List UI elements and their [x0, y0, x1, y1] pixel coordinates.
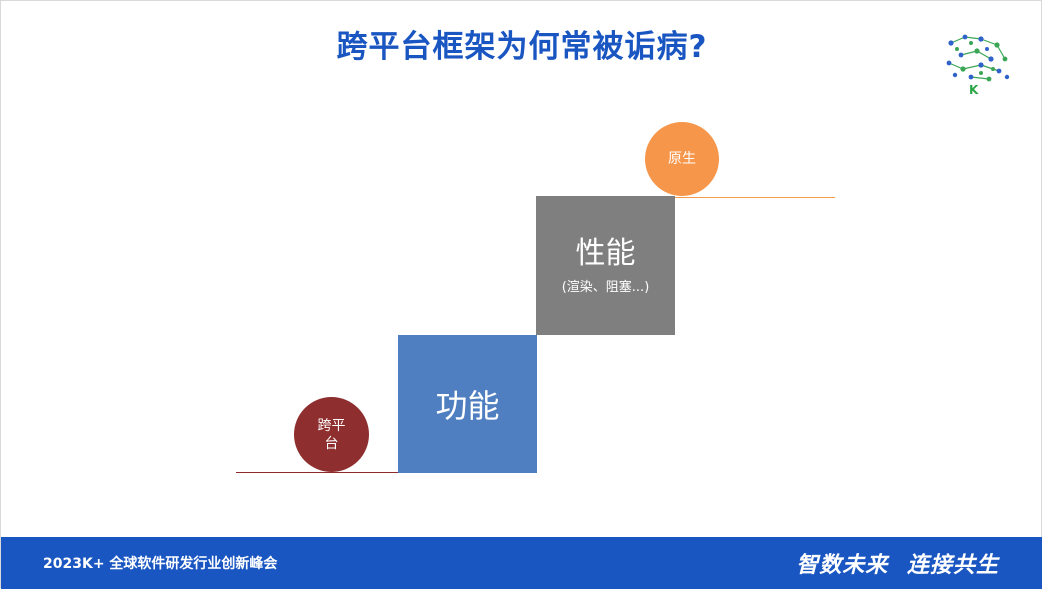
native-label: 原生	[668, 151, 696, 167]
function-step: 功能	[398, 335, 537, 473]
event-name: 2023K+ 全球软件研发行业创新峰会	[43, 556, 278, 572]
baseline-native	[675, 197, 835, 198]
cross-platform-label: 跨平台	[317, 417, 346, 452]
performance-detail: (渲染、阻塞...)	[561, 280, 650, 295]
cross-platform-circle: 跨平台	[294, 397, 369, 472]
baseline-cross-platform	[236, 472, 398, 473]
function-label: 功能	[435, 387, 500, 425]
slide-title: 跨平台框架为何常被诟病?	[336, 29, 708, 65]
logo-letter: K	[969, 83, 979, 97]
slogan-part-2: 连接共生	[906, 552, 999, 578]
slogan-part-1: 智数未来	[796, 552, 889, 578]
native-circle: 原生	[645, 122, 719, 196]
performance-label: 性能	[575, 236, 636, 271]
performance-step: 性能 (渲染、阻塞...)	[536, 196, 675, 335]
footer-bar: 2023K+ 全球软件研发行业创新峰会 智数未来 连接共生	[1, 537, 1042, 589]
kplus-logo-icon	[946, 34, 1010, 82]
slogan: 智数未来 连接共生	[786, 547, 999, 579]
